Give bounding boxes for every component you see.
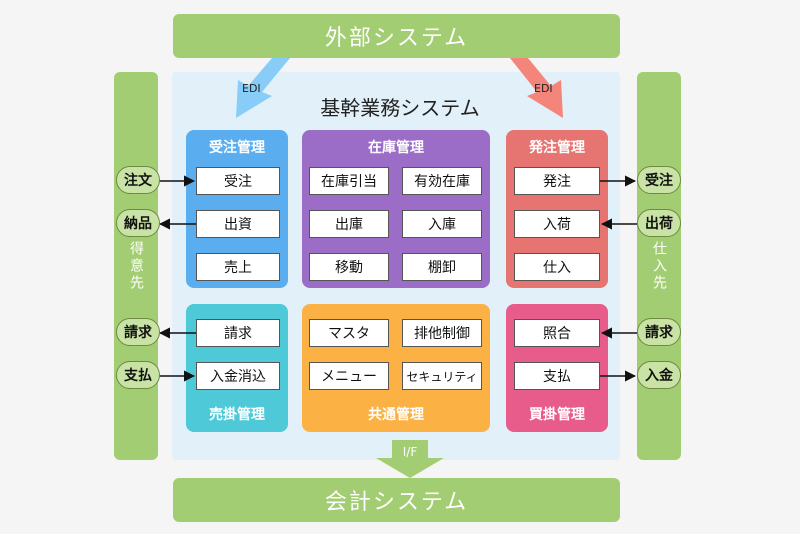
purchase-item-purchase: 仕入 <box>514 253 600 281</box>
common-item-master: マスタ <box>309 319 389 347</box>
accounting-system-label: 会計システム <box>324 490 469 515</box>
order-item-delivery: 出資 <box>196 210 280 238</box>
edi-right-label: EDI <box>534 82 553 95</box>
if-arrow <box>376 440 444 478</box>
if-label: I/F <box>402 445 418 459</box>
inventory-item-shipping: 出庫 <box>309 210 389 238</box>
purchase-order-management-title: 発注管理 <box>529 140 585 156</box>
purchase-item-order: 発注 <box>514 167 600 195</box>
supplier-flow-payment-received: 入金 <box>637 361 681 389</box>
customer-flow-order: 注文 <box>116 166 160 194</box>
accounting-system-banner: 会計システム <box>173 478 620 522</box>
payable-item-payment: 支払 <box>514 362 600 390</box>
common-management-title: 共通管理 <box>368 407 424 423</box>
external-system-label: 外部システム <box>324 26 469 51</box>
supplier-flow-billing: 請求 <box>637 318 681 346</box>
inventory-item-transfer: 移動 <box>309 253 389 281</box>
edi-left-arrow <box>236 58 290 118</box>
customer-bar: 得意先 <box>114 72 158 460</box>
inventory-management-title: 在庫管理 <box>368 140 424 156</box>
inventory-item-stocktake: 棚卸 <box>402 253 482 281</box>
common-item-lock-control: 排他制御 <box>402 319 482 347</box>
customer-flow-payment: 支払 <box>116 361 160 389</box>
receivable-item-billing: 請求 <box>196 319 280 347</box>
core-system-title: 基幹業務システム <box>320 96 480 120</box>
external-system-banner: 外部システム <box>173 14 620 58</box>
receivable-item-payment-matching: 入金消込 <box>196 362 280 390</box>
receivable-management-title: 売掛管理 <box>209 407 265 423</box>
customer-label: 得意先 <box>128 240 144 292</box>
order-item-sales: 売上 <box>196 253 280 281</box>
purchase-item-arrival: 入荷 <box>514 210 600 238</box>
order-item-receive-order: 受注 <box>196 167 280 195</box>
inventory-item-available: 有効在庫 <box>402 167 482 195</box>
edi-right-arrow <box>510 58 563 118</box>
customer-flow-delivery: 納品 <box>116 209 160 237</box>
inventory-item-allocation: 在庫引当 <box>309 167 389 195</box>
inventory-item-receiving: 入庫 <box>402 210 482 238</box>
order-management-title: 受注管理 <box>209 140 265 156</box>
edi-left-label: EDI <box>242 82 261 95</box>
payable-item-matching: 照合 <box>514 319 600 347</box>
payable-management-title: 買掛管理 <box>529 407 585 423</box>
common-item-menu: メニュー <box>309 362 389 390</box>
supplier-label: 仕入先 <box>651 240 667 292</box>
supplier-flow-receive-order: 受注 <box>637 166 681 194</box>
common-item-security: セキュリティ <box>402 362 482 390</box>
customer-flow-billing: 請求 <box>116 318 160 346</box>
supplier-bar: 仕入先 <box>637 72 681 460</box>
supplier-flow-shipping: 出荷 <box>637 209 681 237</box>
